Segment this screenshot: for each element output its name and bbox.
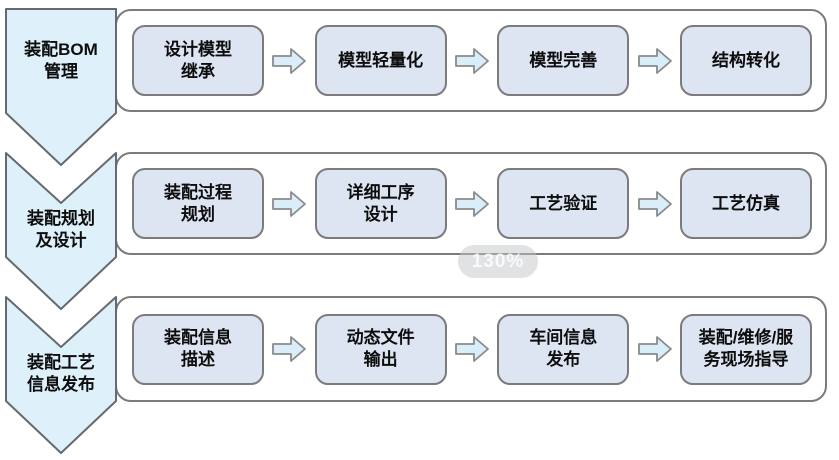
steps-panel: 装配信息 描述 动态文件 输出 车间信息 发布 装配/维修/服 务现场指导 xyxy=(115,296,827,402)
step-label: 装配信息 描述 xyxy=(164,328,232,369)
flow-arrow-icon xyxy=(272,47,307,74)
step-label: 装配/维修/服 务现场指导 xyxy=(698,328,794,369)
step-box: 装配/维修/服 务现场指导 xyxy=(679,313,812,385)
step-label: 动态文件 输出 xyxy=(346,328,415,369)
step-label: 详细工序 设计 xyxy=(346,182,415,224)
step-box: 动态文件 输出 xyxy=(314,313,447,385)
step-label: 结构转化 xyxy=(711,50,780,70)
step-label: 模型轻量化 xyxy=(338,50,424,70)
stage-label: 装配BOM 管理 xyxy=(24,39,98,81)
stage-chevron-icon xyxy=(5,8,117,166)
step-label: 装配过程 规划 xyxy=(164,182,232,224)
step-box: 工艺验证 xyxy=(497,168,630,239)
flow-arrow-icon xyxy=(637,190,672,217)
step-label: 工艺仿真 xyxy=(711,193,780,213)
step-box: 详细工序 设计 xyxy=(314,168,447,239)
step-box: 车间信息 发布 xyxy=(497,313,630,385)
flow-arrow-icon xyxy=(455,47,489,74)
zoom-indicator-badge: 130% xyxy=(458,245,538,278)
stage-label: 装配规划 及设计 xyxy=(27,209,95,250)
flow-arrow-icon xyxy=(272,190,307,217)
stage-chevron-icon xyxy=(5,296,117,454)
step-box: 结构转化 xyxy=(679,25,812,96)
step-box: 设计模型 继承 xyxy=(132,25,264,96)
step-box: 装配过程 规划 xyxy=(132,168,264,239)
step-label: 工艺验证 xyxy=(529,193,598,213)
step-box: 模型完善 xyxy=(497,25,630,96)
steps-panel: 装配过程 规划 详细工序 设计 工艺验证 工艺仿真 xyxy=(115,152,827,255)
flow-arrow-icon xyxy=(637,47,672,74)
flow-arrow-icon xyxy=(637,336,672,362)
step-box: 模型轻量化 xyxy=(314,25,447,96)
stage-label: 装配工艺 信息发布 xyxy=(27,353,95,394)
flow-arrow-icon xyxy=(272,336,307,362)
step-label: 设计模型 继承 xyxy=(164,39,232,81)
step-box: 工艺仿真 xyxy=(679,168,812,239)
flow-arrow-icon xyxy=(455,336,489,362)
step-label: 模型完善 xyxy=(529,50,598,70)
flow-arrow-icon xyxy=(455,190,489,217)
stage-chevron-icon xyxy=(5,152,117,310)
step-box: 装配信息 描述 xyxy=(132,313,264,385)
steps-panel: 设计模型 继承 模型轻量化 模型完善 结构转化 xyxy=(115,9,827,112)
step-label: 车间信息 发布 xyxy=(529,328,598,369)
